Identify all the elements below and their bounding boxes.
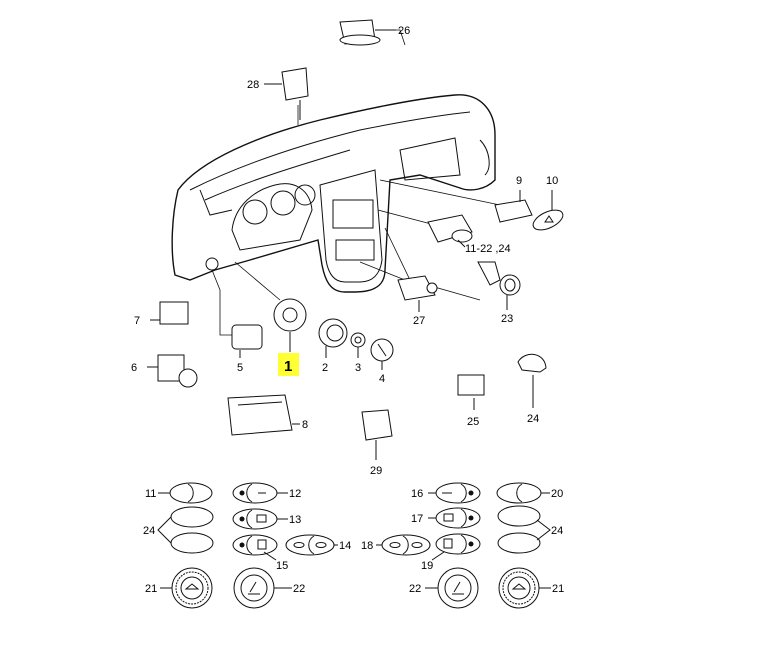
- callout-21-left: 21: [145, 583, 157, 595]
- callout-5: 5: [237, 362, 243, 374]
- callout-23: 23: [501, 313, 513, 325]
- callout-22-left: 22: [293, 583, 305, 595]
- callout-7: 7: [134, 315, 140, 327]
- callout-29: 29: [370, 465, 382, 477]
- callout-16: 16: [411, 488, 423, 500]
- callout-22-right: 22: [409, 583, 421, 595]
- callout-24-left: 24: [143, 525, 155, 537]
- part-1[interactable]: 1: [273, 298, 307, 376]
- callout-26: 26: [398, 25, 410, 37]
- switch-variants: 11 12 16 20 24: [143, 482, 564, 609]
- switch-14[interactable]: 14: [285, 534, 351, 556]
- callout-25: 25: [467, 416, 479, 428]
- part-27[interactable]: 27: [397, 275, 438, 327]
- part-7[interactable]: 7: [134, 301, 189, 327]
- part-24-cover[interactable]: 24: [517, 353, 547, 425]
- part-26[interactable]: 26: [339, 19, 410, 46]
- switch-12[interactable]: 12: [232, 482, 301, 504]
- switch-22-left[interactable]: 22: [233, 567, 305, 609]
- callout-18: 18: [361, 540, 373, 552]
- callout-4: 4: [379, 373, 385, 385]
- callout-17: 17: [411, 513, 423, 525]
- callout-10: 10: [546, 175, 558, 187]
- switch-22-right[interactable]: 22: [409, 567, 479, 609]
- callout-8: 8: [302, 419, 308, 431]
- part-29[interactable]: 29: [361, 409, 393, 477]
- switch-17[interactable]: 17: [411, 507, 481, 529]
- switch-13[interactable]: 13: [232, 508, 301, 530]
- part-2[interactable]: 2: [318, 318, 348, 374]
- part-10[interactable]: 10: [530, 175, 566, 234]
- callout-12: 12: [289, 488, 301, 500]
- part-23[interactable]: 23: [477, 261, 521, 325]
- part-5[interactable]: 5: [231, 324, 263, 374]
- callout-11: 11: [145, 488, 156, 500]
- callout-6: 6: [131, 362, 137, 374]
- part-9[interactable]: 9: [494, 175, 533, 223]
- callout-24-right: 24: [551, 525, 563, 537]
- callout-20: 20: [551, 488, 563, 500]
- callout-28: 28: [247, 79, 259, 91]
- callout-9: 9: [516, 175, 522, 187]
- callout-3: 3: [355, 362, 361, 374]
- part-3[interactable]: 3: [350, 332, 366, 374]
- callout-24: 24: [527, 413, 539, 425]
- callout-11-22-24: 11-22 ,24: [465, 243, 511, 255]
- switch-16[interactable]: 16: [411, 482, 481, 504]
- switch-21-right[interactable]: 21: [498, 567, 564, 609]
- callout-19: 19: [421, 560, 433, 572]
- dashboard-drawing: [171, 94, 496, 293]
- callout-15: 15: [276, 560, 288, 572]
- part-6[interactable]: 6: [131, 354, 198, 388]
- switch-24-left[interactable]: 24: [143, 506, 214, 554]
- callout-1: 1: [284, 358, 292, 375]
- callout-2: 2: [322, 362, 328, 374]
- callout-14: 14: [339, 540, 351, 552]
- switch-21-left[interactable]: 21: [145, 567, 213, 609]
- callout-13: 13: [289, 514, 301, 526]
- switch-18[interactable]: 18: [361, 534, 431, 556]
- part-28[interactable]: 28: [247, 67, 309, 101]
- highlight-box: [278, 353, 299, 376]
- callout-21-right: 21: [552, 583, 564, 595]
- switch-19[interactable]: 19: [421, 533, 481, 572]
- part-8[interactable]: 8: [227, 394, 308, 436]
- switch-11[interactable]: 11: [145, 482, 213, 504]
- part-11-22-24[interactable]: 11-22 ,24: [427, 214, 511, 255]
- part-25[interactable]: 25: [457, 374, 485, 428]
- callout-27: 27: [413, 315, 425, 327]
- switch-20[interactable]: 20: [496, 482, 563, 504]
- switch-24-right[interactable]: 24: [497, 505, 563, 554]
- switch-15[interactable]: 15: [232, 534, 288, 572]
- part-4[interactable]: 4: [370, 338, 394, 385]
- leader-lines: [211, 29, 501, 336]
